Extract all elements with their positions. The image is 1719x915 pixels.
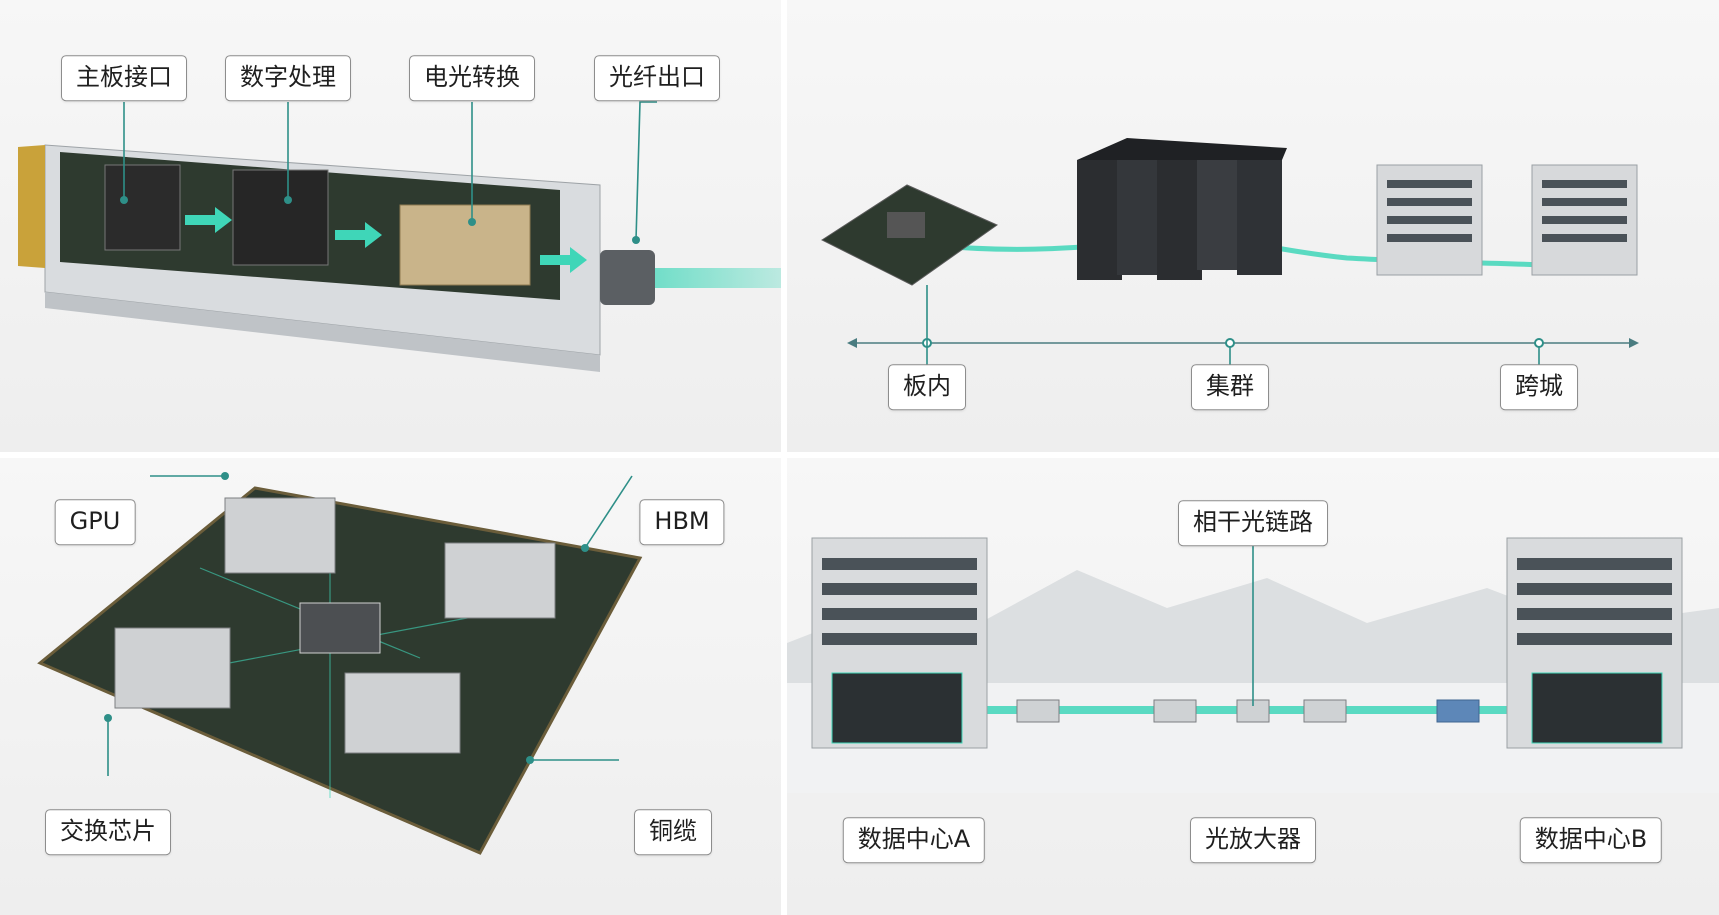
label-eo-conversion: 电光转换 bbox=[409, 55, 535, 101]
label-optical-amplifier: 光放大器 bbox=[1190, 817, 1316, 863]
city-buildings bbox=[1376, 164, 1638, 276]
label-copper-cable: 铜缆 bbox=[634, 809, 712, 855]
panel-gpu-board: GPU HBM 交换芯片 铜缆 bbox=[0, 458, 781, 915]
label-on-board: 板内 bbox=[888, 364, 966, 410]
edge-connector bbox=[18, 145, 45, 268]
optical-module-illustration bbox=[18, 101, 781, 372]
switch-chip bbox=[299, 602, 381, 654]
module-housing-base bbox=[45, 292, 600, 372]
dsp-chip bbox=[232, 169, 329, 266]
label-cluster: 集群 bbox=[1191, 364, 1269, 410]
label-fiber-outlet: 光纤出口 bbox=[594, 55, 720, 101]
label-coherent-link: 相干光链路 bbox=[1178, 500, 1328, 546]
label-gpu: GPU bbox=[54, 499, 136, 545]
gpu-chips bbox=[114, 497, 556, 754]
tick-city bbox=[1534, 338, 1544, 348]
server-cluster bbox=[1077, 138, 1287, 280]
signal-arrows bbox=[185, 207, 587, 273]
scale-illustration bbox=[820, 138, 1639, 368]
panel-optical-module: 主板接口 数字处理 电光转换 光纤出口 bbox=[0, 0, 781, 452]
panel-scale-progression: 板内 集群 跨城 bbox=[787, 0, 1719, 452]
board-chip bbox=[887, 212, 925, 238]
label-digital-processing: 数字处理 bbox=[225, 55, 351, 101]
label-data-center-a: 数据中心A bbox=[842, 817, 986, 863]
coherent-link-illustration bbox=[787, 537, 1719, 793]
data-center-a bbox=[811, 537, 988, 749]
coherent-link-beam bbox=[932, 706, 1612, 714]
label-cross-city: 跨城 bbox=[1500, 364, 1578, 410]
data-center-b bbox=[1506, 537, 1683, 749]
panel-coherent-link: 相干光链路 数据中心A 光放大器 数据中心B bbox=[787, 458, 1719, 915]
label-motherboard-interface: 主板接口 bbox=[61, 55, 187, 101]
label-hbm: HBM bbox=[639, 499, 725, 545]
fiber-port bbox=[600, 250, 655, 305]
interface-chip bbox=[104, 164, 181, 251]
eo-converter bbox=[399, 204, 531, 286]
tick-cluster bbox=[1225, 338, 1235, 348]
amplifier-boxes bbox=[1016, 699, 1480, 723]
label-switch-chip: 交换芯片 bbox=[45, 809, 171, 855]
label-data-center-b: 数据中心B bbox=[1519, 817, 1663, 863]
gpu-board-illustration bbox=[37, 472, 643, 855]
